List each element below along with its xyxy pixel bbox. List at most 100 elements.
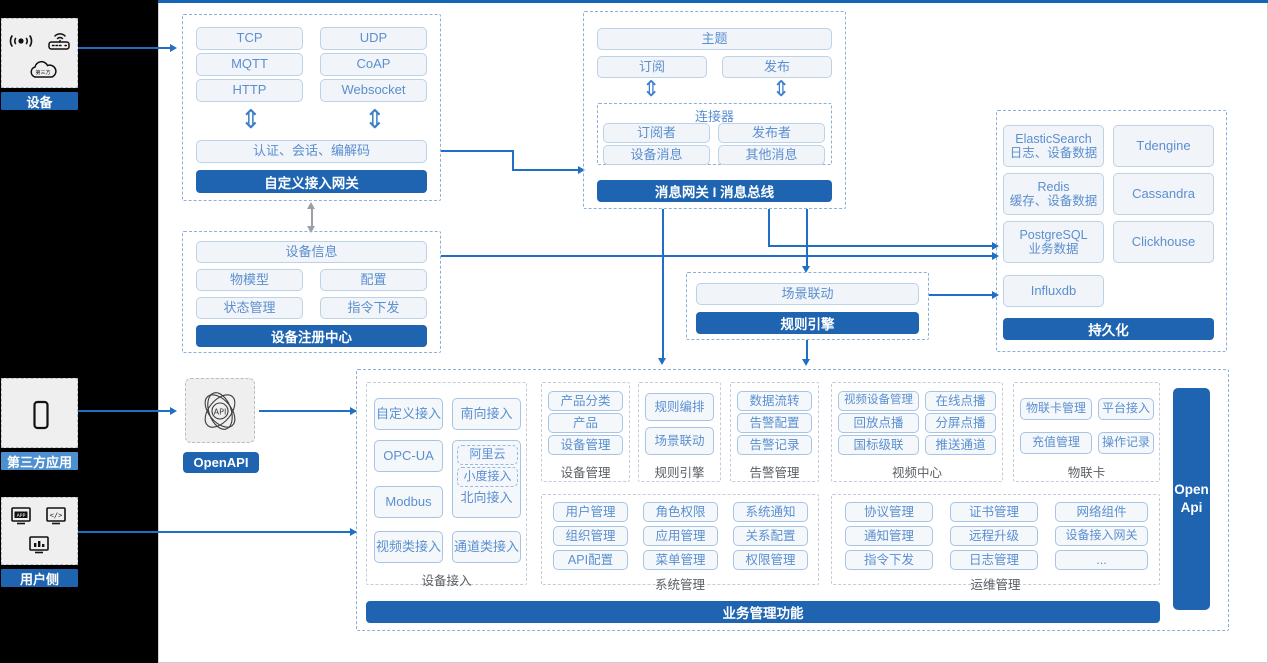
protocol-chip-udp[interactable]: UDP bbox=[320, 27, 427, 50]
rule-engine-bar[interactable]: 规则引擎 bbox=[696, 312, 919, 334]
chip-custom-access[interactable]: 自定义接入 bbox=[374, 398, 443, 430]
chip-platform-access-label: 平台接入 bbox=[1101, 401, 1150, 416]
chip-channel-access[interactable]: 通道类接入 bbox=[452, 531, 521, 563]
chip-system-notice[interactable]: 系统通知 bbox=[733, 502, 808, 522]
chip-data-flow[interactable]: 数据流转 bbox=[737, 391, 812, 411]
chip-channel-access-label: 通道类接入 bbox=[453, 538, 519, 554]
chip-user-management[interactable]: 用户管理 bbox=[553, 502, 628, 522]
chip-notice-management[interactable]: 通知管理 bbox=[845, 526, 933, 546]
chip-protocol-management[interactable]: 协议管理 bbox=[845, 502, 933, 522]
other-message-chip[interactable]: 其他消息 bbox=[718, 145, 825, 165]
chip-modbus[interactable]: Modbus bbox=[374, 486, 443, 518]
device-registry-bar[interactable]: 设备注册中心 bbox=[196, 325, 427, 347]
chip-permission-management[interactable]: 权限管理 bbox=[733, 550, 808, 570]
store-chip-influxdb[interactable]: Influxdb bbox=[1003, 275, 1104, 307]
chip-org-management[interactable]: 组织管理 bbox=[553, 526, 628, 546]
chip-operation-record[interactable]: 操作记录 bbox=[1098, 432, 1154, 454]
chip-device-access-gateway[interactable]: 设备接入网关 bbox=[1055, 526, 1148, 546]
device-info-chip[interactable]: 设备信息 bbox=[196, 241, 427, 263]
chip-online-vod[interactable]: 在线点播 bbox=[925, 391, 996, 411]
protocol-chip-tcp[interactable]: TCP bbox=[196, 27, 303, 50]
command-dispatch-label: 指令下发 bbox=[347, 299, 400, 315]
chip-api-config[interactable]: API配置 bbox=[553, 550, 628, 570]
config-chip[interactable]: 配置 bbox=[320, 269, 427, 291]
chip-rule-orchestration[interactable]: 规则编排 bbox=[645, 393, 714, 421]
openapi-button[interactable]: OpenAPI bbox=[183, 452, 259, 473]
chip-log-management[interactable]: 日志管理 bbox=[950, 550, 1038, 570]
chip-southbound-access[interactable]: 南向接入 bbox=[452, 398, 521, 430]
store-chip-clickhouse[interactable]: Clickhouse bbox=[1113, 221, 1214, 263]
chip-push-channel[interactable]: 推送通道 bbox=[925, 435, 996, 455]
group-rule-engine-label-text: 规则引擎 bbox=[654, 466, 705, 480]
subscribe-chip[interactable]: 订阅 bbox=[597, 56, 707, 78]
group-alarm-management-label-text: 告警管理 bbox=[749, 466, 800, 480]
chip-menu-management[interactable]: 菜单管理 bbox=[643, 550, 718, 570]
chip-recharge-management[interactable]: 充值管理 bbox=[1020, 432, 1092, 454]
chip-product-category[interactable]: 产品分类 bbox=[548, 391, 623, 411]
chip-remote-upgrade[interactable]: 远程升级 bbox=[950, 526, 1038, 546]
persistence-bar[interactable]: 持久化 bbox=[1003, 318, 1214, 340]
chip-opc-ua[interactable]: OPC-UA bbox=[374, 440, 443, 472]
business-management-bar[interactable]: 业务管理功能 bbox=[366, 601, 1160, 623]
chip-iot-card-management[interactable]: 物联卡管理 bbox=[1020, 398, 1092, 420]
subscriber-chip[interactable]: 订阅者 bbox=[603, 123, 710, 143]
publisher-chip[interactable]: 发布者 bbox=[718, 123, 825, 143]
device-message-chip[interactable]: 设备消息 bbox=[603, 145, 710, 165]
chip-push-channel-label: 推送通道 bbox=[935, 437, 986, 452]
chip-northbound-access[interactable]: 阿里云 小度接入 北向接入 bbox=[452, 440, 521, 518]
svg-text:第三方: 第三方 bbox=[35, 69, 50, 76]
chip-aliyun-label: 阿里云 bbox=[469, 447, 506, 462]
store-chip-cassandra[interactable]: Cassandra bbox=[1113, 173, 1214, 215]
protocol-chip-websocket[interactable]: Websocket bbox=[320, 79, 427, 102]
chip-video-device-management[interactable]: 视频设备管理 bbox=[838, 391, 919, 411]
chip-relation-config[interactable]: 关系配置 bbox=[733, 526, 808, 546]
device-access-group-label: 设备接入 bbox=[366, 570, 527, 589]
chip-aliyun[interactable]: 阿里云 bbox=[457, 445, 518, 465]
chip-command-dispatch[interactable]: 指令下发 bbox=[845, 550, 933, 570]
chip-alarm-config[interactable]: 告警配置 bbox=[737, 413, 812, 433]
chip-iot-card-management-label: 物联卡管理 bbox=[1025, 401, 1086, 416]
connector-title-text: 连接器 bbox=[694, 109, 734, 124]
svg-text:APP: APP bbox=[17, 513, 26, 519]
message-gateway-bar[interactable]: 消息网关 I 消息总线 bbox=[597, 180, 832, 202]
command-dispatch-chip[interactable]: 指令下发 bbox=[320, 297, 427, 319]
chip-video-access[interactable]: 视频类接入 bbox=[374, 531, 443, 563]
chip-xiaodu-access[interactable]: 小度接入 bbox=[457, 467, 518, 487]
chip-scene-linkage[interactable]: 场景联动 bbox=[645, 427, 714, 455]
chip-role-permission[interactable]: 角色权限 bbox=[643, 502, 718, 522]
chip-more[interactable]: ... bbox=[1055, 550, 1148, 570]
auth-session-codec-chip[interactable]: 认证、会话、编解码 bbox=[196, 140, 427, 163]
group-ops-management bbox=[831, 494, 1160, 585]
protocol-chip-http[interactable]: HTTP bbox=[196, 79, 303, 102]
chip-split-screen-vod[interactable]: 分屏点播 bbox=[925, 413, 996, 433]
chip-device-management[interactable]: 设备管理 bbox=[548, 435, 623, 455]
store-chip-tdengine[interactable]: Tdengine bbox=[1113, 125, 1214, 167]
chip-playback-vod[interactable]: 回放点播 bbox=[838, 413, 919, 433]
topic-chip[interactable]: 主题 bbox=[597, 28, 832, 50]
custom-access-gateway-bar[interactable]: 自定义接入网关 bbox=[196, 170, 427, 193]
protocol-chip-coap[interactable]: CoAP bbox=[320, 53, 427, 76]
chip-rule-orchestration-label: 规则编排 bbox=[654, 399, 705, 414]
scene-linkage-chip[interactable]: 场景联动 bbox=[696, 283, 919, 305]
chip-network-component[interactable]: 网络组件 bbox=[1055, 502, 1148, 522]
chip-product[interactable]: 产品 bbox=[548, 413, 623, 433]
chip-app-management[interactable]: 应用管理 bbox=[643, 526, 718, 546]
chip-certificate-management[interactable]: 证书管理 bbox=[950, 502, 1038, 522]
protocol-chip-mqtt[interactable]: MQTT bbox=[196, 53, 303, 76]
chip-alarm-record[interactable]: 告警记录 bbox=[737, 435, 812, 455]
state-management-chip[interactable]: 状态管理 bbox=[196, 297, 303, 319]
device-tile: 第三方 bbox=[1, 18, 78, 88]
chip-permission-management-label: 权限管理 bbox=[745, 552, 796, 567]
group-alarm-management bbox=[730, 382, 819, 482]
group-device-management-label-text: 设备管理 bbox=[560, 466, 611, 480]
publish-chip[interactable]: 发布 bbox=[722, 56, 832, 78]
chip-user-management-label: 用户管理 bbox=[565, 504, 616, 519]
chip-platform-access[interactable]: 平台接入 bbox=[1098, 398, 1154, 420]
thing-model-chip[interactable]: 物模型 bbox=[196, 269, 303, 291]
group-iot-card-label-text: 物联卡 bbox=[1067, 466, 1106, 480]
chip-gb-cascade[interactable]: 国标级联 bbox=[838, 435, 919, 455]
